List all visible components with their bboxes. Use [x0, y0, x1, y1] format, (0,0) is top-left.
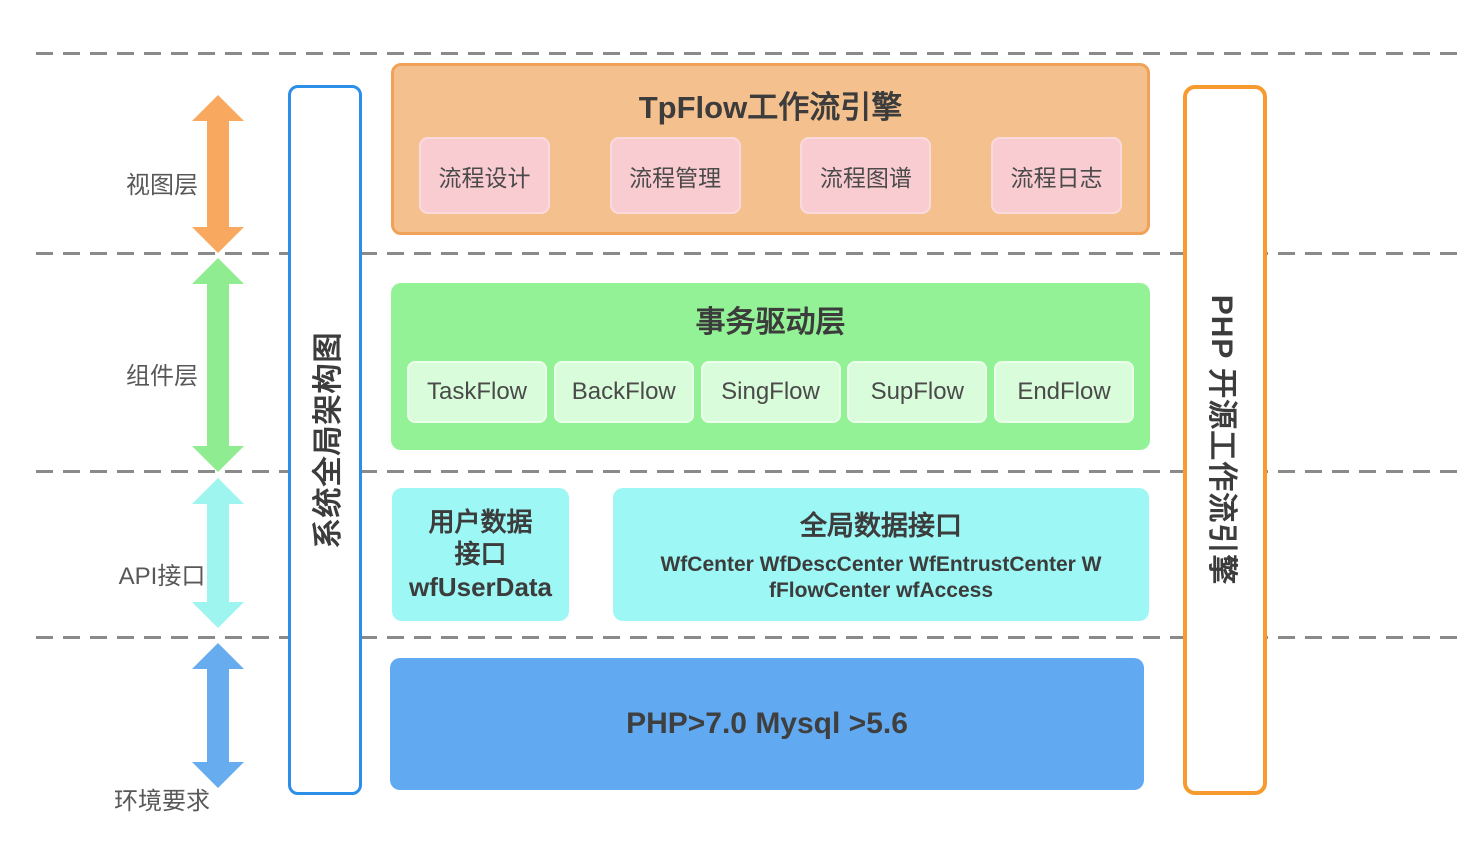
user-data-api-box: 用户数据 接口 wfUserData	[392, 488, 569, 621]
layer-divider-3	[36, 470, 1462, 473]
component-item-taskflow: TaskFlow	[407, 361, 547, 423]
layer-label-view: 视图层	[126, 172, 198, 199]
global-data-api-box: 全局数据接口 WfCenter WfDescCenter WfEntrustCe…	[613, 488, 1149, 621]
layer-divider-1	[36, 52, 1462, 55]
user-data-api-line1: 用户数据	[428, 507, 533, 538]
layer-label-component: 组件层	[126, 363, 198, 390]
layer-divider-2	[36, 252, 1462, 255]
component-item-backflow: BackFlow	[553, 361, 694, 423]
view-layer-arrow-icon	[192, 95, 244, 253]
view-item-process-design: 流程设计	[419, 137, 550, 214]
view-item-process-map: 流程图谱	[800, 137, 932, 214]
component-item-supflow: SupFlow	[847, 361, 988, 423]
env-layer-arrow-icon	[192, 643, 244, 788]
view-item-process-log: 流程日志	[990, 137, 1122, 214]
environment-requirements-label: PHP>7.0 Mysql >5.6	[626, 707, 908, 740]
environment-requirements-box: PHP>7.0 Mysql >5.6	[390, 658, 1144, 790]
view-layer-items: 流程设计 流程管理 流程图谱 流程日志	[419, 137, 1122, 214]
global-data-api-centers-line1: WfCenter WfDescCenter WfEntrustCenter W	[660, 553, 1102, 576]
component-layer-items: TaskFlow BackFlow SingFlow SupFlow EndFl…	[407, 361, 1134, 423]
component-item-singflow: SingFlow	[700, 361, 841, 423]
global-data-api-centers: WfCenter WfDescCenter WfEntrustCenter W …	[613, 552, 1149, 603]
php-workflow-engine-bar: PHP 开源工作流引擎	[1183, 85, 1267, 795]
component-layer-arrow-icon	[192, 258, 244, 472]
component-layer-title: 事务驱动层	[695, 306, 846, 339]
layer-divider-4	[36, 636, 1462, 639]
user-data-api-line3: wfUserData	[408, 571, 553, 602]
system-architecture-bar-label: 系统全局架构图	[312, 331, 345, 549]
system-architecture-bar: 系统全局架构图	[288, 85, 362, 795]
layer-label-api: API接口	[118, 563, 206, 590]
global-data-api-centers-line2: fFlowCenter wfAccess	[768, 578, 994, 602]
user-data-api-line2: 接口	[454, 539, 507, 570]
api-layer-arrow-icon	[192, 478, 244, 628]
component-layer-box: 事务驱动层 TaskFlow BackFlow SingFlow SupFlow…	[391, 283, 1150, 450]
view-layer-box: TpFlow工作流引擎 流程设计 流程管理 流程图谱 流程日志	[391, 63, 1150, 235]
view-item-process-manage: 流程管理	[609, 137, 741, 214]
component-item-endflow: EndFlow	[994, 361, 1134, 423]
view-layer-title: TpFlow工作流引擎	[638, 90, 903, 125]
layer-label-env: 环境要求	[114, 788, 210, 815]
php-workflow-engine-bar-label: PHP 开源工作流引擎	[1205, 294, 1238, 586]
global-data-api-title: 全局数据接口	[800, 511, 962, 541]
